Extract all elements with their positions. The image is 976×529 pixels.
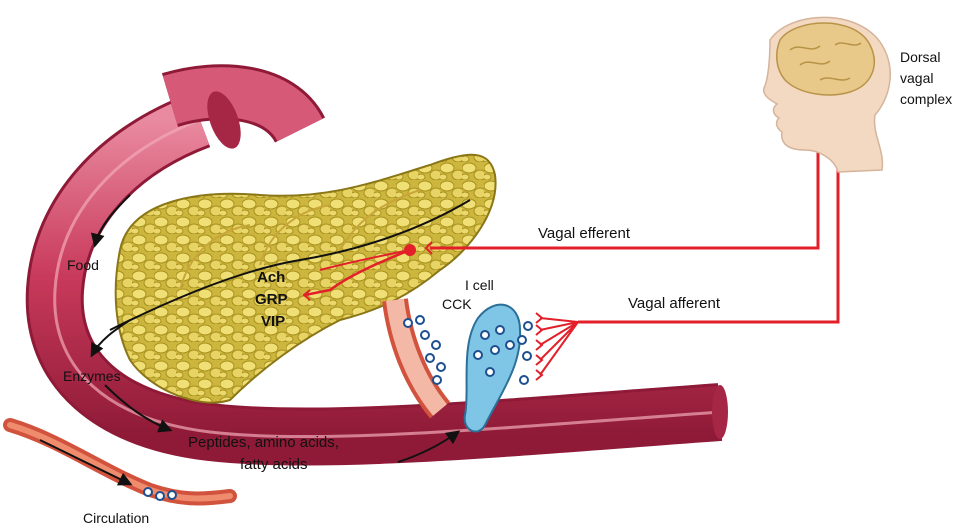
capillary-loop: [395, 300, 445, 410]
label-vagal-efferent: Vagal efferent: [538, 225, 631, 242]
label-vip: VIP: [261, 313, 285, 330]
label-cck: CCK: [442, 296, 472, 312]
label-circulation: Circulation: [83, 510, 149, 526]
label-dorsal-vagal-complex: Dorsal vagal complex: [900, 49, 952, 107]
label-food: Food: [67, 257, 99, 273]
label-grp: GRP: [255, 291, 288, 308]
blood-granule: [156, 492, 164, 500]
label-enzymes: Enzymes: [63, 368, 121, 384]
label-vagal-afferent: Vagal afferent: [628, 295, 721, 312]
blood-granule: [168, 491, 176, 499]
blood-granule: [144, 488, 152, 496]
label-i-cell: I cell: [465, 277, 494, 293]
head-with-brain: [764, 17, 891, 172]
label-ach: Ach: [257, 269, 285, 286]
